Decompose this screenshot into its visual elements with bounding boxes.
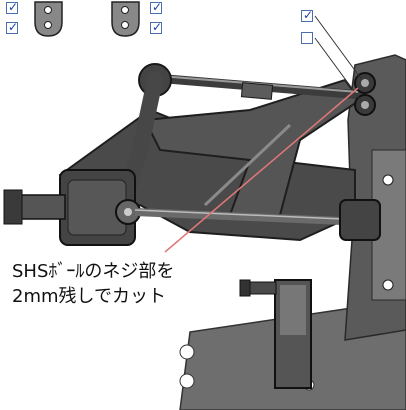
shim-part-2 xyxy=(111,1,140,37)
axle-nut xyxy=(3,189,23,225)
turnbuckle-hex xyxy=(240,82,274,100)
cut-instruction-line-2: 2mm残しでカット xyxy=(12,286,166,307)
checkbox-top-left-1[interactable]: ✓ xyxy=(6,0,19,14)
checkbox-lower-mount[interactable] xyxy=(301,32,313,44)
shim-part-1 xyxy=(34,1,63,37)
annotation-leader xyxy=(164,87,359,253)
checkbox-top-mid-2[interactable]: ✓ xyxy=(150,20,163,34)
bulkhead-hole-2 xyxy=(382,279,394,291)
plate-hole-2 xyxy=(179,373,195,389)
bracket-screw xyxy=(247,281,277,295)
checkbox-upper-mount[interactable]: ✓ xyxy=(301,8,314,22)
lower-arm-brace xyxy=(143,78,362,216)
cut-instruction-note: SHSﾎﾞｰﾙのネジ部を 2mm残しでカット xyxy=(12,259,174,309)
bulkhead-hole-1 xyxy=(382,174,394,186)
leader-line-upper xyxy=(314,15,363,81)
cut-instruction-line-1: SHSﾎﾞｰﾙのネジ部を xyxy=(12,261,175,282)
axle xyxy=(19,194,66,220)
checkbox-top-left-2[interactable]: ✓ xyxy=(6,20,19,34)
lower-arm-rib xyxy=(203,123,292,207)
lower-rod xyxy=(134,208,366,226)
lower-rod-mount xyxy=(339,199,381,241)
plate-hole-1 xyxy=(179,344,195,360)
checkbox-top-mid-1[interactable]: ✓ xyxy=(150,0,163,14)
